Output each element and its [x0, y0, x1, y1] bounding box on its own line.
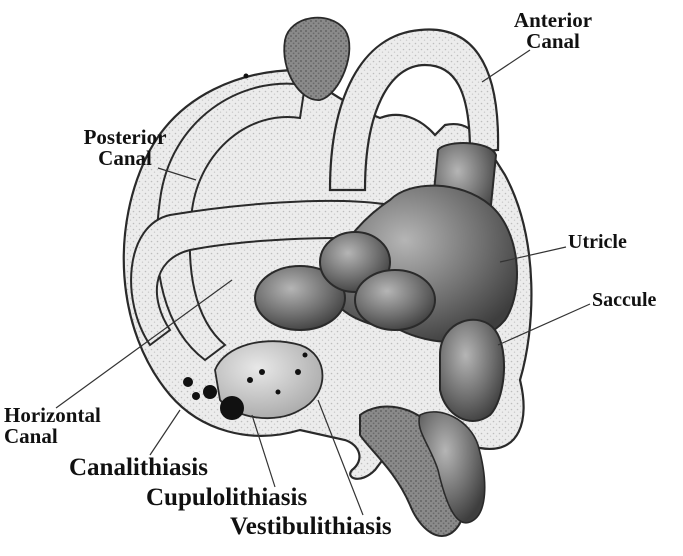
vestibule-lobe — [355, 270, 435, 330]
otoconia-particle — [220, 396, 244, 420]
label-anterior-canal: Anterior Canal — [478, 10, 628, 52]
otoconia-particle — [203, 385, 217, 399]
otoconia-particle — [259, 369, 265, 375]
label-posterior-line2: Canal — [60, 148, 190, 169]
label-vestibulithiasis: Vestibulithiasis — [230, 514, 392, 539]
label-posterior-line1: Posterior — [60, 127, 190, 148]
otoconia-particle — [244, 74, 249, 79]
saccule-mass — [440, 320, 504, 421]
label-posterior-canal: Posterior Canal — [60, 127, 190, 169]
otoconia-particle — [276, 390, 281, 395]
label-horizontal-line1: Horizontal — [4, 405, 101, 426]
otoconia-particle — [192, 392, 200, 400]
otoconia-particle — [183, 377, 193, 387]
leader-anterior — [482, 50, 530, 82]
otoconia-particle — [247, 377, 253, 383]
label-anterior-line1: Anterior — [478, 10, 628, 31]
label-anterior-line2: Canal — [478, 31, 628, 52]
label-cupulolithiasis: Cupulolithiasis — [146, 485, 307, 510]
label-horizontal-line2: Canal — [4, 426, 101, 447]
label-saccule: Saccule — [592, 290, 656, 310]
label-horizontal-canal: Horizontal Canal — [4, 405, 101, 447]
label-canalithiasis: Canalithiasis — [69, 455, 208, 480]
otoconia-particle — [295, 369, 301, 375]
otoconia-particle — [303, 353, 308, 358]
label-utricle: Utricle — [568, 232, 627, 252]
leader-canalithiasis — [150, 410, 180, 455]
